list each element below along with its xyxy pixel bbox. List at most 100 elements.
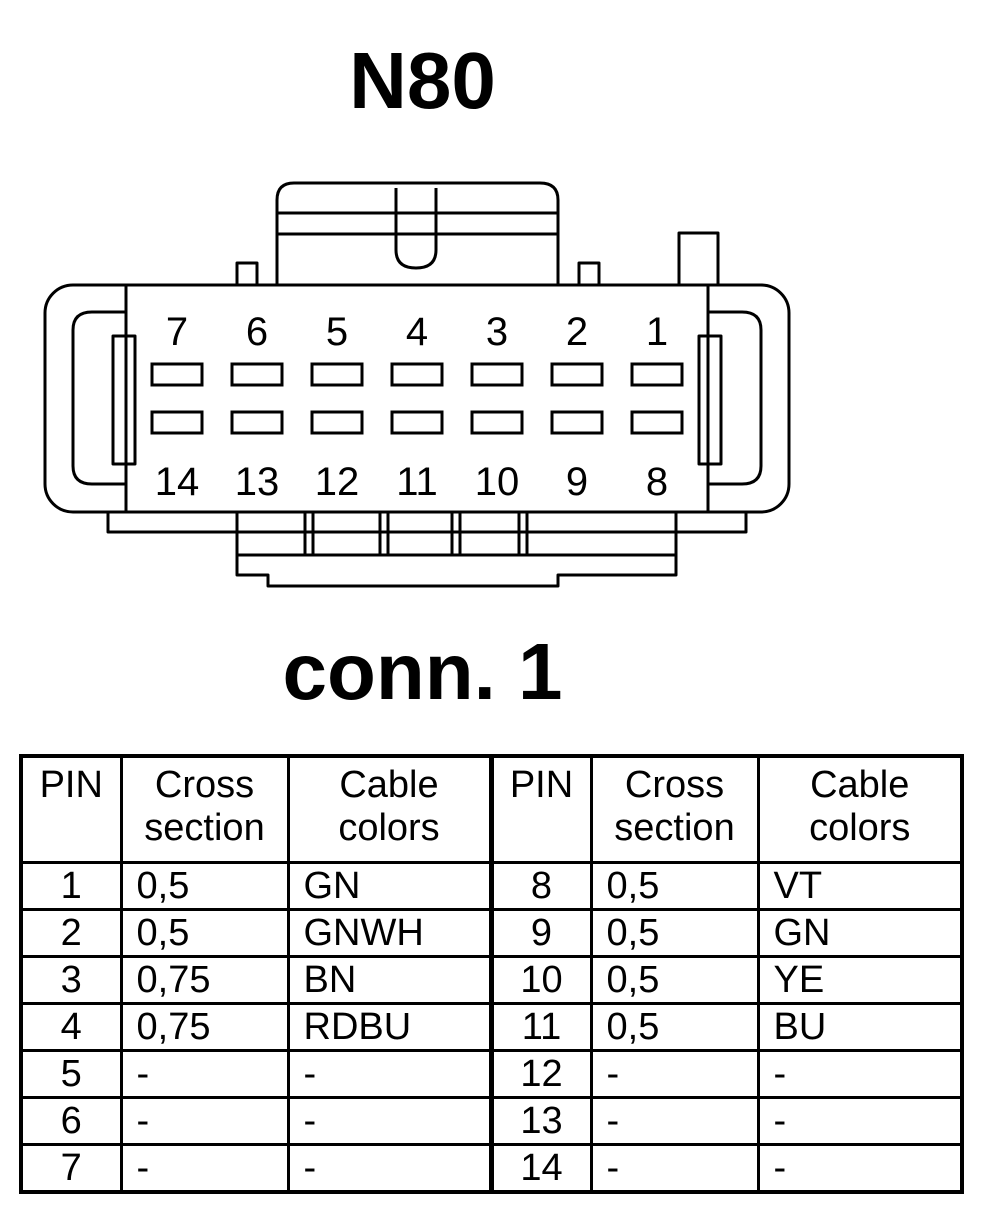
pin-slots [150,362,684,435]
pin-cell: 5 [19,1049,123,1099]
pin-number-label: 7 [166,310,188,354]
header-pin-left: PIN [19,754,123,864]
cable-color-cell: BN [286,955,494,1005]
table-row: 7--14-- [19,1143,964,1194]
pin-cell: 10 [489,955,593,1005]
pin-cell: 11 [489,1002,593,1052]
cross-section-cell: 0,5 [119,908,290,958]
pin-number-label: 11 [396,460,438,504]
top-latch-tab [394,188,438,270]
cable-color-cell: YE [756,955,964,1005]
cable-color-cell: - [286,1049,494,1099]
cross-section-cell: 0,5 [589,908,760,958]
pin-cell: 4 [19,1002,123,1052]
pin-slot [230,410,284,435]
cable-color-cell: GN [286,861,494,911]
pin-cell: 8 [489,861,593,911]
cross-section-cell: 0,5 [589,955,760,1005]
pin-slot [390,362,444,387]
pin-number-label: 12 [315,460,360,504]
top-latch-housing [275,181,560,285]
pin-number-label: 9 [566,460,588,504]
right-side-latch [708,310,763,486]
cross-section-cell: - [589,1143,760,1194]
cable-color-cell: GN [756,908,964,958]
cross-section-cell: 0,75 [119,1002,290,1052]
pin-number-label: 13 [235,460,280,504]
pin-cell: 9 [489,908,593,958]
cable-color-cell: RDBU [286,1002,494,1052]
cross-section-cell: 0,5 [119,861,290,911]
pin-slot [470,410,524,435]
pin-slot [150,410,204,435]
pin-slot [310,362,364,387]
pin-cell: 13 [489,1096,593,1146]
left-side-latch-bar [111,334,137,466]
right-side-latch-bar [697,334,723,466]
header-cable-line2: colors [809,807,911,849]
pin-number-label: 3 [486,310,508,354]
connector-title: conn. 1 [282,627,563,716]
header-cross-line1: Cross [154,764,255,806]
header-pin-right: PIN [489,754,593,864]
pin-number-label: 6 [246,310,268,354]
cable-color-cell: - [756,1049,964,1099]
pin-number-label: 4 [406,310,428,354]
left-side-latch [71,310,126,486]
header-cable-line2: colors [338,807,440,849]
header-cable-line1: Cable [339,764,439,806]
pin-slot [630,362,684,387]
post-far-right [677,231,720,287]
cross-section-cell: - [119,1096,290,1146]
pin-number-label: 8 [646,460,668,504]
pin-slot [470,362,524,387]
pin-number-label: 5 [326,310,348,354]
pin-cell: 2 [19,908,123,958]
header-cable-line1: Cable [810,764,910,806]
table-row: 5--12-- [19,1049,964,1099]
pin-cell: 14 [489,1143,593,1194]
pin-cell: 7 [19,1143,123,1194]
pin-number-label: 14 [155,460,200,504]
cross-section-cell: 0,5 [589,1002,760,1052]
cross-section-cell: - [119,1143,290,1194]
cable-color-cell: - [756,1096,964,1146]
cable-color-cell: - [286,1096,494,1146]
header-cross-line2: section [614,807,735,849]
pin-slot [630,410,684,435]
post-right [577,261,601,287]
header-cross-line1: Cross [624,764,725,806]
device-title: N80 [349,36,496,125]
bottom-flange [106,512,748,534]
pin-slot [310,410,364,435]
post-left [235,261,259,287]
cable-color-cell: - [286,1143,494,1194]
cross-section-cell: 0,5 [589,861,760,911]
cross-section-cell: 0,75 [119,955,290,1005]
pin-slot [230,362,284,387]
cross-section-cell: - [589,1049,760,1099]
pin-cell: 12 [489,1049,593,1099]
cable-color-cell: VT [756,861,964,911]
pin-slot [550,362,604,387]
pin-slot [550,410,604,435]
table-row: 6--13-- [19,1096,964,1146]
pin-number-label: 1 [646,310,668,354]
cross-section-cell: - [119,1049,290,1099]
pin-slot [150,362,204,387]
pin-slot [390,410,444,435]
cable-color-cell: BU [756,1002,964,1052]
